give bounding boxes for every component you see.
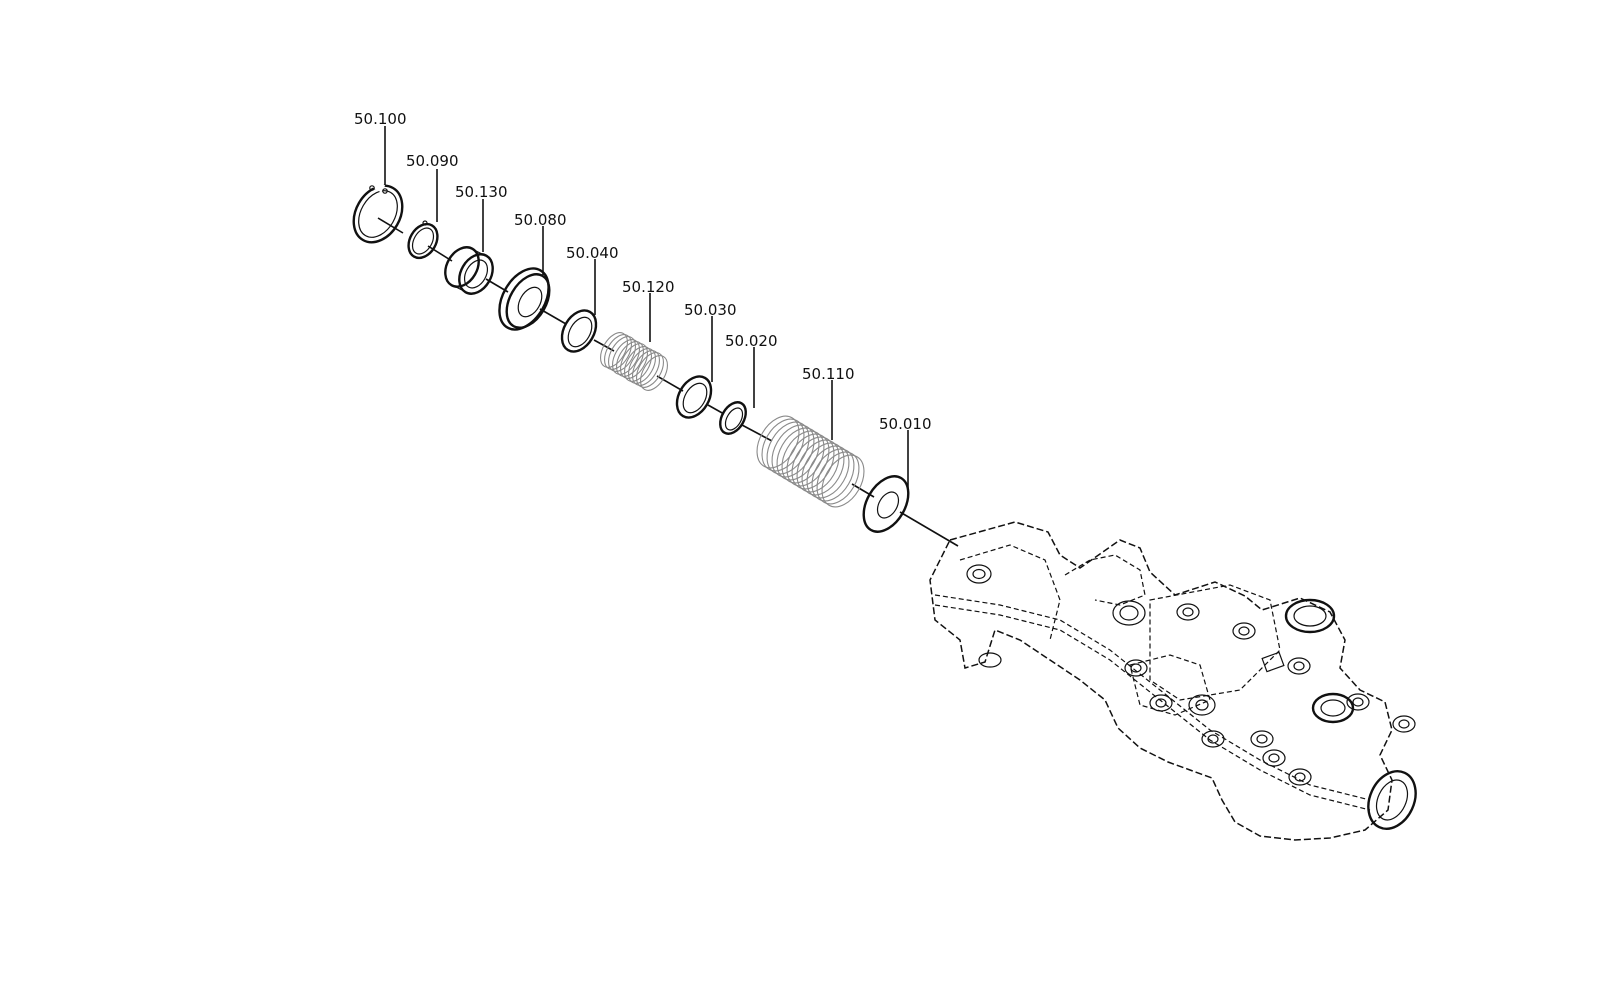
label-50-030: 50.030 (684, 301, 737, 319)
label-50-040: 50.040 (566, 244, 619, 262)
part-50-080-washer[interactable] (489, 260, 558, 338)
part-50-100-snap-ring[interactable] (344, 177, 412, 251)
label-50-010: 50.010 (879, 415, 932, 433)
label-50-080: 50.080 (514, 211, 567, 229)
label-50-090: 50.090 (406, 152, 459, 170)
part-50-040-ring[interactable] (555, 304, 603, 357)
part-50-130-bushing[interactable] (439, 241, 500, 299)
part-50-090-circlip[interactable] (403, 219, 444, 263)
label-50-120: 50.120 (622, 278, 675, 296)
label-50-100: 50.100 (354, 110, 407, 128)
label-50-130: 50.130 (455, 183, 508, 201)
assembly-axis (377, 217, 959, 547)
part-50-010-washer[interactable] (855, 469, 918, 540)
part-50-020-circlip[interactable] (715, 398, 751, 438)
part-50-120-spring[interactable] (595, 328, 673, 395)
leader-lines (384, 126, 909, 490)
callout-labels: 50.100 50.090 50.130 50.080 50.040 50.12… (354, 110, 932, 433)
part-50-110-spring[interactable] (748, 409, 872, 514)
label-50-110: 50.110 (802, 365, 855, 383)
valve-housing (929, 521, 1417, 841)
part-50-030-ring[interactable] (670, 370, 718, 423)
label-50-020: 50.020 (725, 332, 778, 350)
